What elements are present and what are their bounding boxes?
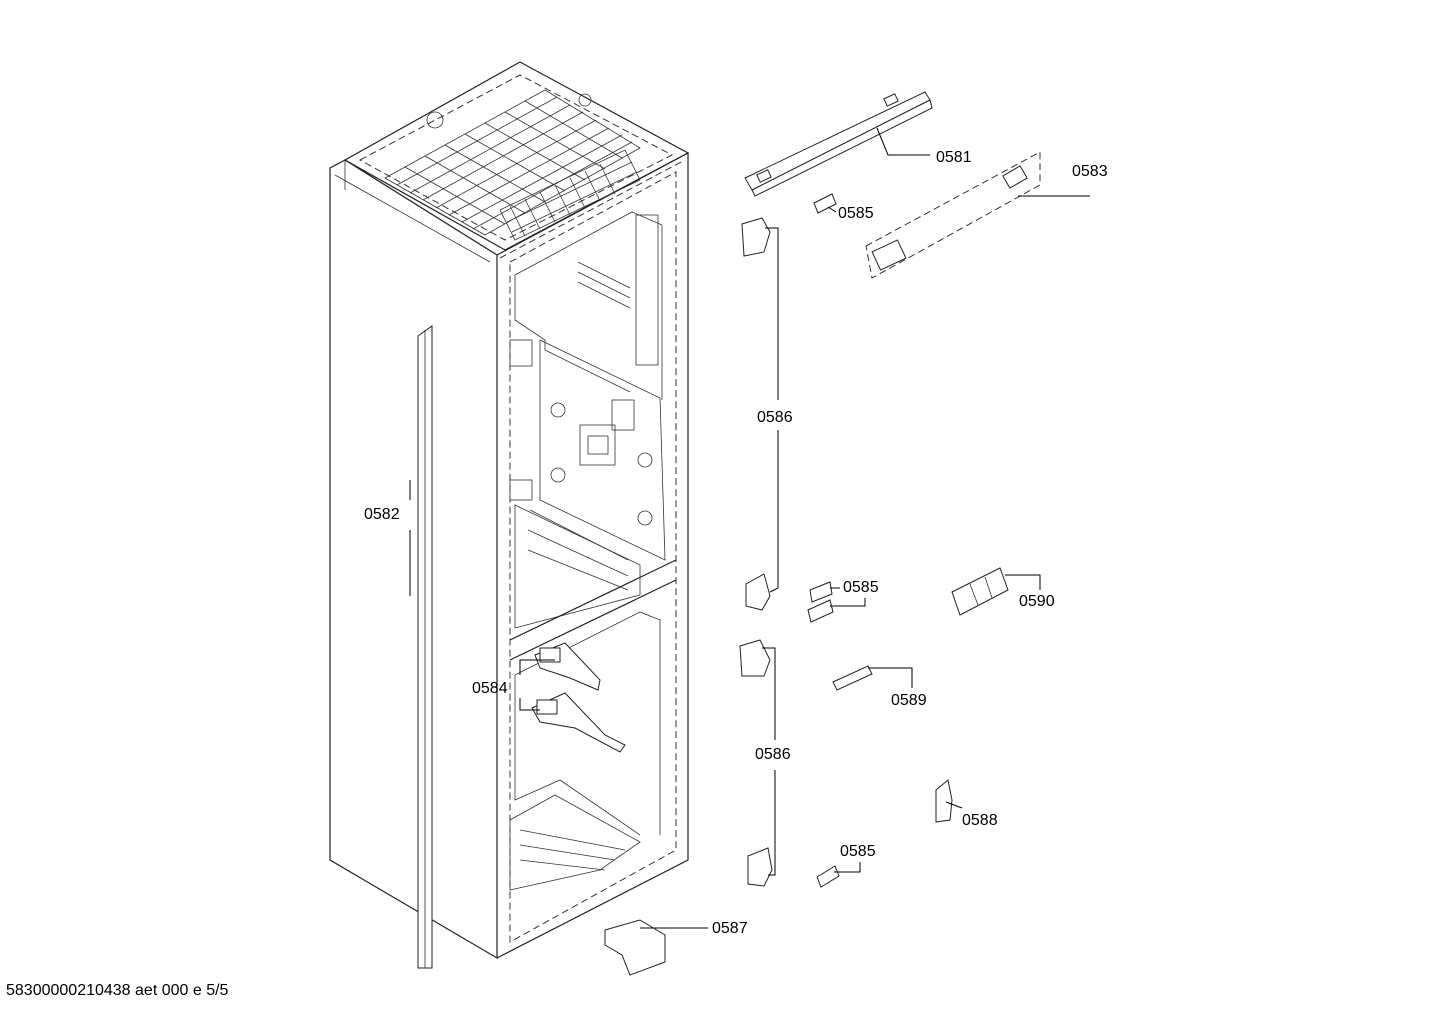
bracket-0590: [951, 567, 1009, 616]
label-0588: 0588: [962, 812, 998, 829]
bracket-0586-2: [745, 573, 771, 611]
label-0581: 0581: [936, 149, 972, 166]
bracket-0586-4: [747, 847, 773, 887]
label-0584: 0584: [472, 680, 508, 697]
label-0589: 0589: [891, 692, 927, 709]
fridge-cabinet: [329, 61, 690, 960]
door-trim-strip: [417, 325, 433, 969]
label-0585-top: 0585: [838, 205, 874, 222]
document-footer-code: 58300000210438 aet 000 e 5/5: [6, 982, 229, 999]
strip-0589: [832, 665, 873, 691]
label-0583: 0583: [1072, 163, 1108, 180]
label-0585-mid: 0585: [843, 579, 879, 596]
label-0586-upper: 0586: [757, 409, 793, 426]
fan-grille: [499, 149, 641, 241]
clip-0585-bottom: [816, 865, 840, 888]
top-rail: [744, 91, 933, 197]
latch-0588: [935, 779, 953, 823]
label-0587: 0587: [712, 920, 748, 937]
hinge-upper: [534, 642, 601, 691]
control-panel: [509, 339, 666, 561]
label-0582: 0582: [364, 506, 400, 523]
label-0585-bottom: 0585: [840, 843, 876, 860]
hinge-lower: [531, 692, 626, 753]
leader-lines: [409, 127, 1090, 929]
clip-0585-mid: [807, 581, 834, 623]
label-0586-lower: 0586: [755, 746, 791, 763]
bracket-0586-1: [741, 217, 771, 257]
label-0590: 0590: [1019, 593, 1055, 610]
cover-panel: [865, 151, 1041, 279]
clip-0585-top: [813, 193, 837, 214]
bracket-0586-3: [739, 639, 771, 677]
holder-0587: [604, 919, 666, 976]
top-grid: [384, 89, 641, 236]
